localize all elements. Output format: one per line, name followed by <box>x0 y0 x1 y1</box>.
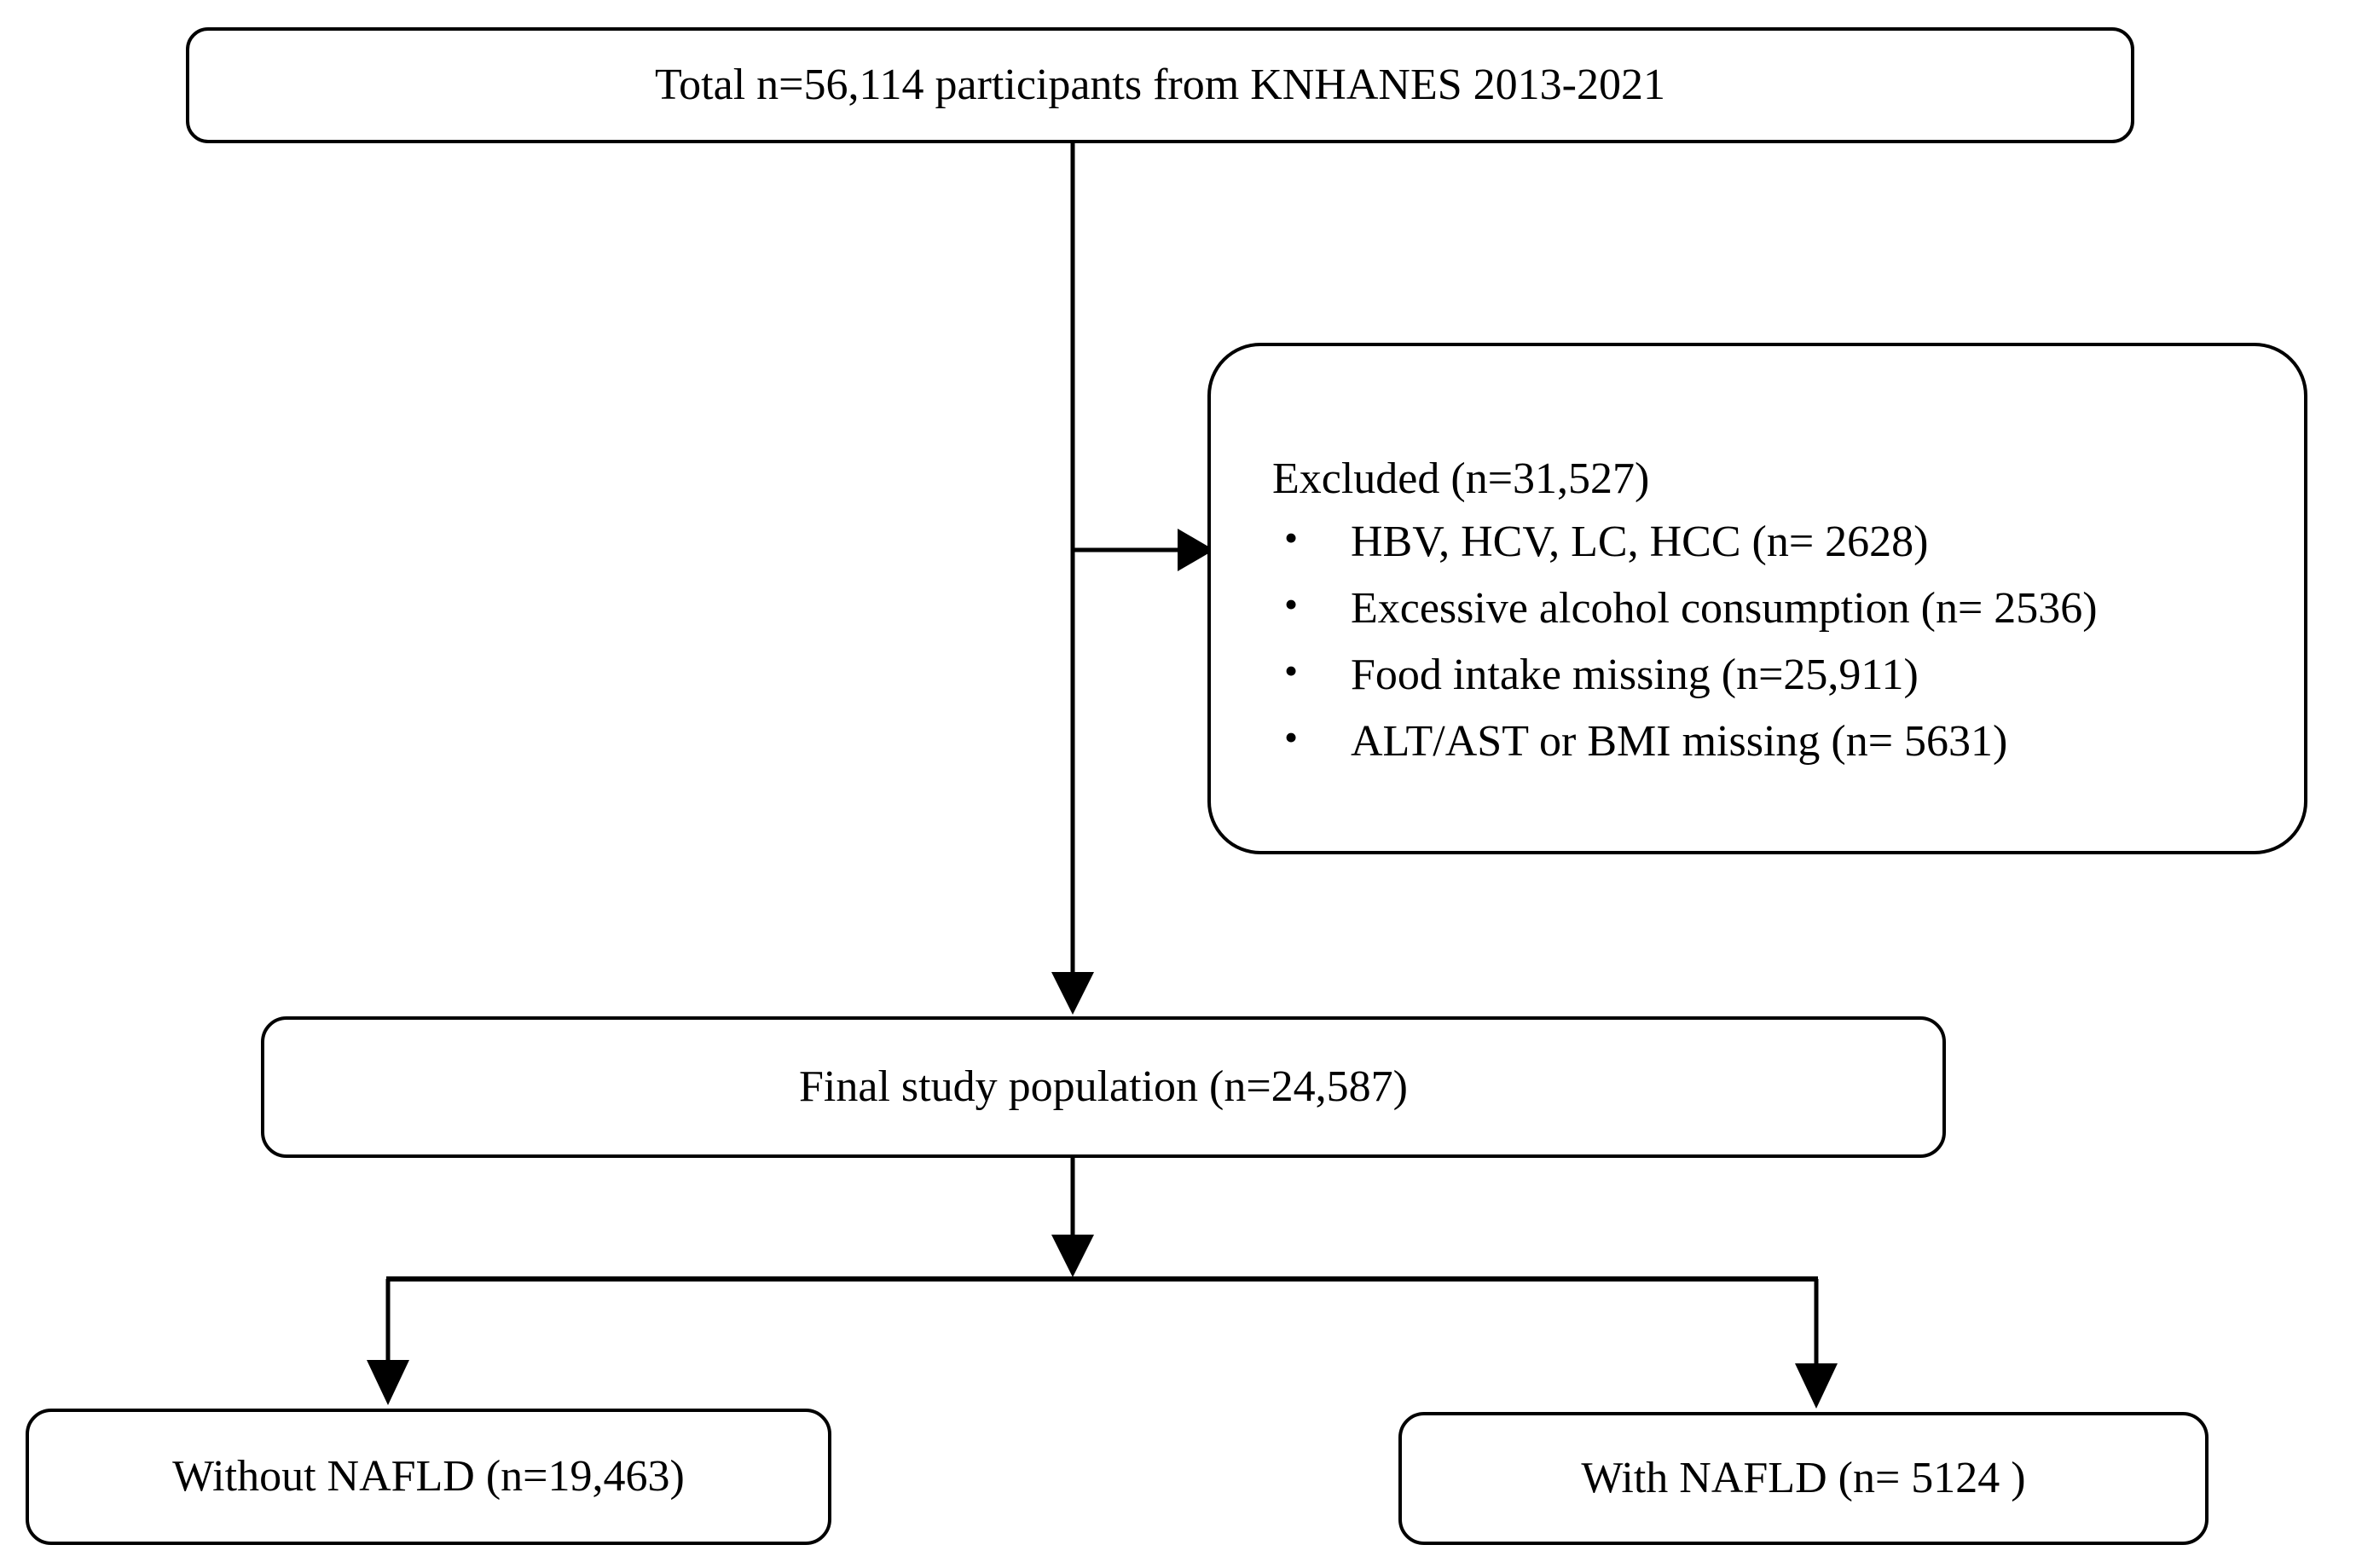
excluded-heading: Excluded (n=31,527) <box>1272 454 1650 503</box>
arrowhead-icon <box>367 1360 409 1405</box>
list-item-label: Food intake missing (n=25,911) <box>1351 651 1919 699</box>
list-item: • Food intake missing (n=25,911) <box>1272 649 2287 699</box>
arrowhead-icon <box>1051 1235 1094 1277</box>
bullet-icon: • <box>1284 582 1299 626</box>
connector-split-to-with-nafld <box>1795 1279 1838 1409</box>
excluded-content: Excluded (n=31,527) • HBV, HCV, LC, HCC … <box>1272 457 2287 786</box>
list-item: • ALT/AST or BMI missing (n= 5631) <box>1272 715 2287 766</box>
arrowhead-icon <box>1795 1363 1838 1409</box>
bullet-icon: • <box>1284 516 1299 559</box>
node-with-nafld-label: With NAFLD (n= 5124 ) <box>1581 1454 2026 1503</box>
bullet-icon: • <box>1284 649 1299 692</box>
list-item-label: Excessive alcohol consumption (n= 2536) <box>1351 584 2098 633</box>
connector-total-to-final <box>1051 143 1094 1015</box>
list-item-label: HBV, HCV, LC, HCC (n= 2628) <box>1351 518 1929 566</box>
node-with-nafld: With NAFLD (n= 5124 ) <box>1398 1412 2209 1545</box>
excluded-criteria-list: • HBV, HCV, LC, HCC (n= 2628) • Excessiv… <box>1272 516 2287 766</box>
connector-final-to-split <box>1051 1158 1094 1277</box>
arrowhead-icon <box>1178 529 1214 571</box>
list-item: • HBV, HCV, LC, HCC (n= 2628) <box>1272 516 2287 566</box>
node-excluded: Excluded (n=31,527) • HBV, HCV, LC, HCC … <box>1207 343 2307 854</box>
node-without-nafld: Without NAFLD (n=19,463) <box>26 1409 831 1545</box>
node-without-nafld-label: Without NAFLD (n=19,463) <box>172 1452 685 1501</box>
list-item-label: ALT/AST or BMI missing (n= 5631) <box>1351 717 2008 766</box>
connector-total-to-excluded <box>1073 529 1214 571</box>
bullet-icon: • <box>1284 715 1299 759</box>
node-total-participants: Total n=56,114 participants from KNHANES… <box>186 27 2134 143</box>
node-final-study-population-label: Final study population (n=24,587) <box>799 1062 1408 1112</box>
list-item: • Excessive alcohol consumption (n= 2536… <box>1272 582 2287 633</box>
arrowhead-icon <box>1051 972 1094 1015</box>
node-final-study-population: Final study population (n=24,587) <box>261 1016 1946 1158</box>
connector-split-to-without-nafld <box>367 1279 409 1405</box>
node-total-participants-label: Total n=56,114 participants from KNHANES… <box>655 61 1665 110</box>
